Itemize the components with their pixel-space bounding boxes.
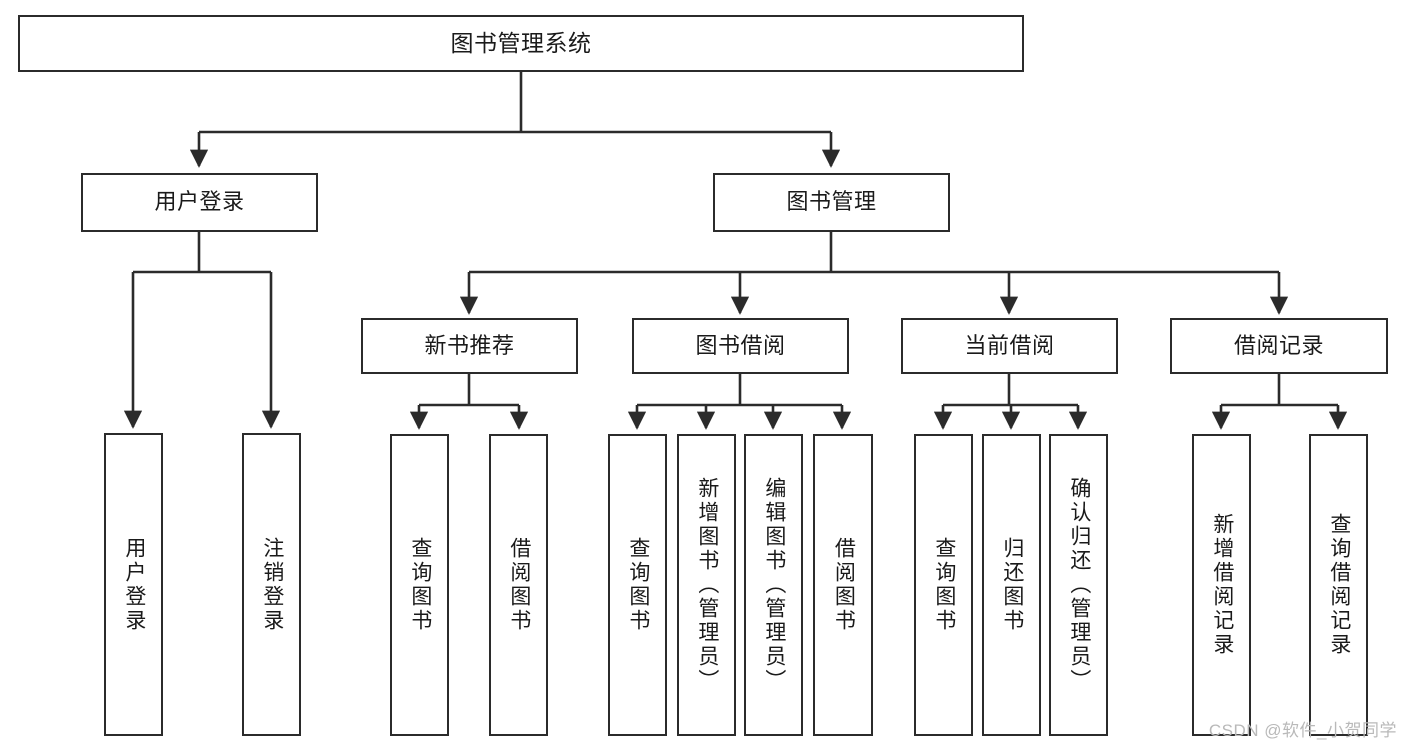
node-leaf-query-book-3[interactable]: 查询图书 [914,434,973,736]
node-borrow-record[interactable]: 借阅记录 [1170,318,1388,374]
node-label: 新增图书（管理员） [695,477,719,693]
node-label: 借阅记录 [1233,332,1324,358]
node-label: 查询图书 [626,537,650,633]
node-user-login[interactable]: 用户登录 [81,173,318,232]
node-label: 查询借阅记录 [1327,513,1351,657]
node-label: 图书管理 [786,189,877,215]
node-label: 用户登录 [122,536,146,633]
node-current-borrow[interactable]: 当前借阅 [901,318,1118,374]
node-label: 注销登录 [260,536,284,633]
node-label: 查询图书 [408,537,432,633]
node-leaf-return-book[interactable]: 归还图书 [982,434,1041,736]
node-label: 借阅图书 [832,537,856,633]
node-label: 新书推荐 [424,332,515,358]
node-label: 查询图书 [932,537,956,633]
node-label: 用户登录 [154,189,245,215]
csdn-watermark: CSDN @软件_小贺同学 [1208,721,1397,740]
node-leaf-query-book-1[interactable]: 查询图书 [390,434,449,736]
node-leaf-edit-book[interactable]: 编辑图书（管理员） [744,434,803,736]
node-label: 借阅图书 [507,537,531,633]
node-leaf-user-logout[interactable]: 注销登录 [242,433,301,736]
node-book-borrow[interactable]: 图书借阅 [632,318,849,374]
node-leaf-borrow-book-2[interactable]: 借阅图书 [813,434,873,736]
node-label: 编辑图书（管理员） [762,477,786,693]
node-leaf-query-book-2[interactable]: 查询图书 [608,434,667,736]
node-root-book-management-system[interactable]: 图书管理系统 [18,15,1024,72]
node-label: 图书管理系统 [450,29,592,56]
node-label: 确认归还（管理员） [1067,477,1091,693]
node-leaf-borrow-book-1[interactable]: 借阅图书 [489,434,548,736]
node-leaf-add-book[interactable]: 新增图书（管理员） [677,434,736,736]
node-new-book-recommend[interactable]: 新书推荐 [361,318,578,374]
node-label: 图书借阅 [695,332,786,358]
node-leaf-user-login[interactable]: 用户登录 [104,433,163,736]
node-leaf-add-record[interactable]: 新增借阅记录 [1192,434,1251,736]
node-leaf-confirm-return[interactable]: 确认归还（管理员） [1049,434,1108,736]
node-label: 归还图书 [1000,537,1024,633]
node-label: 新增借阅记录 [1210,513,1234,657]
node-book-manage[interactable]: 图书管理 [713,173,950,232]
node-leaf-query-record[interactable]: 查询借阅记录 [1309,434,1368,736]
node-label: 当前借阅 [964,332,1055,358]
